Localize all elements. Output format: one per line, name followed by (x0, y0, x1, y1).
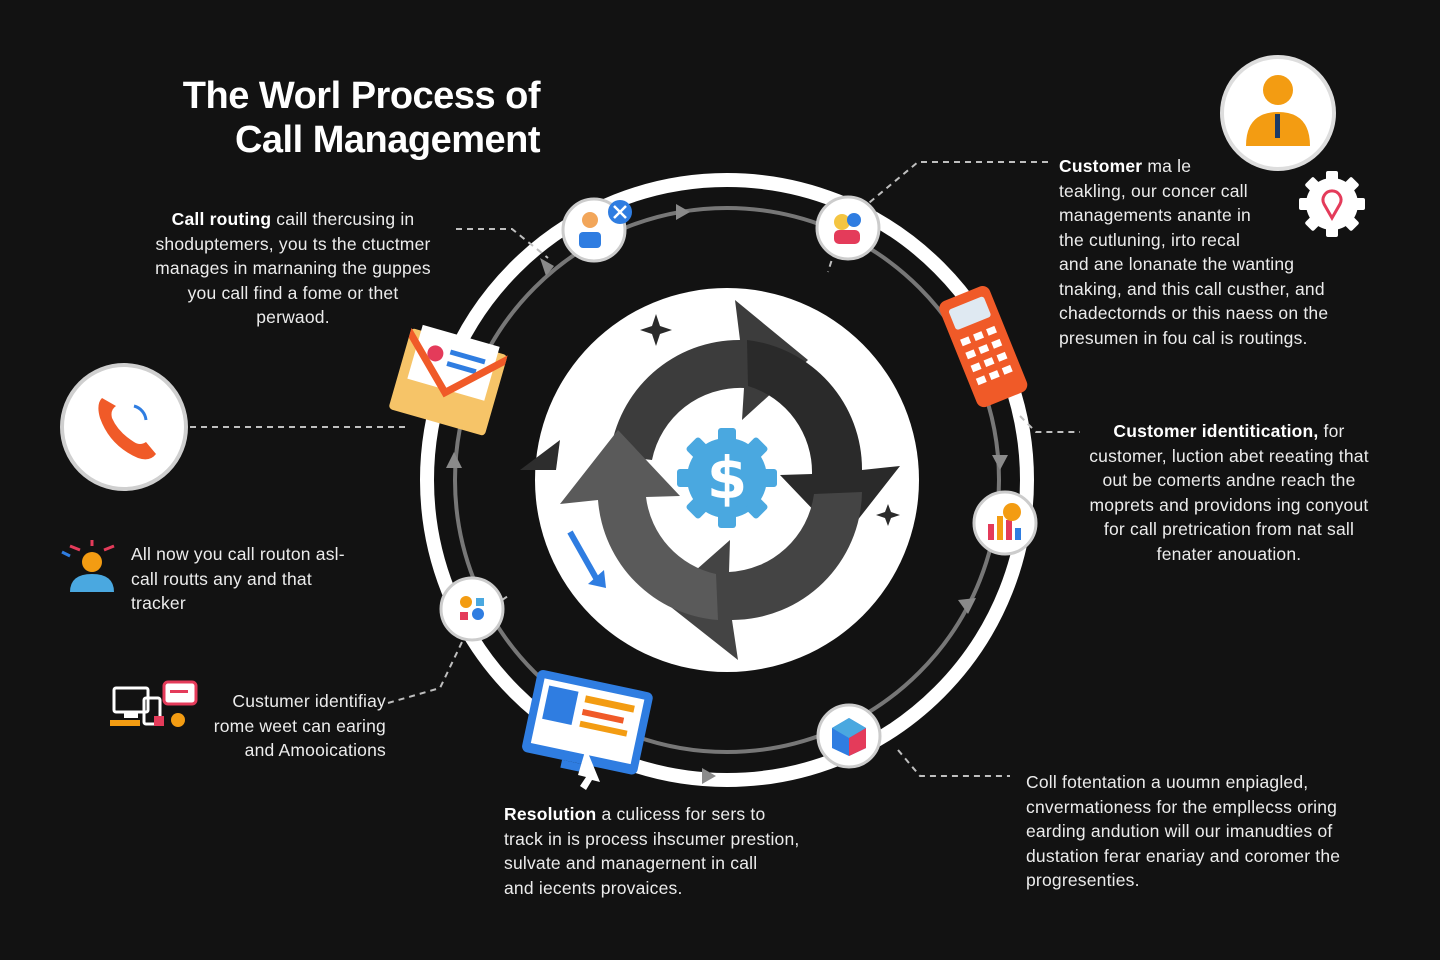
monitor-icon (522, 670, 653, 775)
call-routing-text: Call routing caill thercusing in shodupt… (155, 209, 431, 327)
page-title: The Worl Process of Call Management (120, 74, 541, 162)
customer-made-text: Customer ma le teakling, our concer call… (1059, 156, 1329, 348)
resolution-heading: Resolution (504, 804, 597, 824)
chart-node-icon (972, 490, 1038, 556)
cube-node-icon (816, 703, 882, 769)
all-now-text: All now you call routon asl- call routts… (131, 544, 345, 613)
agent-avatar-icon (1220, 55, 1336, 171)
call-routing-heading: Call routing (171, 209, 272, 229)
agent-headset-icon (61, 540, 115, 592)
phone-call-icon (60, 363, 188, 491)
svg-text:$: $ (707, 444, 747, 512)
cursor-icon (578, 748, 600, 790)
desk-phone-icon (939, 286, 1028, 408)
envelope-icon (389, 324, 508, 436)
inner-track (453, 206, 1001, 754)
customer-identification-heading: Customer identitication, (1113, 421, 1319, 441)
team-node-icon (815, 195, 881, 261)
title-line-1: The Worl Process of (182, 75, 541, 117)
customer-made-heading: Customer (1059, 156, 1143, 176)
tools-node-icon (439, 576, 505, 642)
blue-arrow-icon (567, 530, 606, 588)
outer-ring (420, 173, 1034, 787)
custumer-identifiay-text: Custumer identifiay rome weet can earing… (213, 691, 386, 760)
cycle-arrows-icon (520, 300, 900, 660)
track-arrows (446, 204, 1008, 784)
sparkle-icons (640, 314, 900, 526)
dollar-gear-icon: $ (677, 428, 777, 528)
customer-identification-text: Customer identitication, for customer, l… (1089, 421, 1369, 564)
devices-icon (110, 680, 198, 727)
retention-text: Coll fotentation a uoumn enpiagled, cnve… (1026, 772, 1341, 890)
title-line-2: Call Management (234, 119, 541, 161)
location-pin-gear-icon (1299, 171, 1365, 237)
agent-node-icon (561, 197, 632, 263)
resolution-text: Resolution a culicess for sers to track … (504, 804, 800, 898)
